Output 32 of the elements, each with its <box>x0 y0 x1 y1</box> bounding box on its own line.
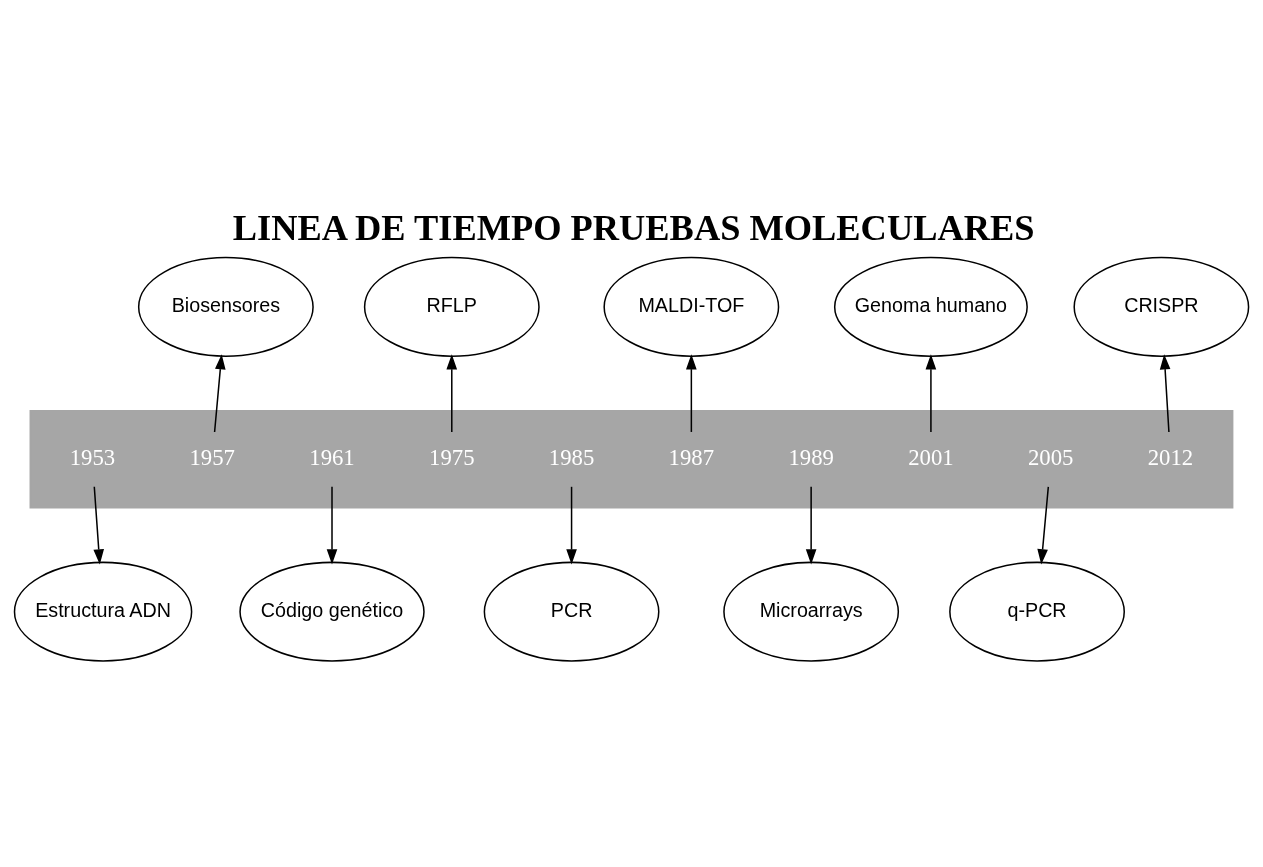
arrow <box>93 486 105 565</box>
node-text: 1953 <box>69 444 116 470</box>
node-ellipse: CRISPR <box>1073 256 1250 357</box>
node-ellipse: Biosensores <box>137 256 314 357</box>
node-text: 2001 <box>908 444 954 470</box>
node-text: 1987 <box>668 444 715 470</box>
node-text: 1989 <box>788 444 834 470</box>
node-text: 2012 <box>1147 444 1194 470</box>
node-ellipse: q-PCR <box>949 561 1125 662</box>
arrow <box>1159 354 1171 433</box>
node-ellipse: Microarrays <box>723 561 900 662</box>
node-text: 1985 <box>548 444 595 470</box>
cluster <box>29 410 1234 509</box>
arrow <box>326 486 338 565</box>
arrow <box>446 354 458 433</box>
node-ellipse: Genoma humano <box>833 256 1028 357</box>
node-ellipse: Código genético <box>239 561 425 662</box>
node-ellipse: RFLP <box>363 256 540 357</box>
arrow <box>805 486 817 565</box>
arrow <box>566 486 577 565</box>
arrow <box>213 354 226 433</box>
diagram-title: LINEA DE TIEMPO PRUEBAS MOLECULARES <box>232 207 1035 248</box>
node-text: 2005 <box>1027 444 1074 470</box>
node-ellipse: MALDI-TOF <box>603 256 780 357</box>
arrow <box>925 354 937 433</box>
arrow <box>1037 486 1050 565</box>
node-text: 1957 <box>189 444 235 470</box>
arrow <box>686 354 697 433</box>
node-text: 1961 <box>309 444 355 470</box>
node-ellipse: PCR <box>483 561 660 662</box>
node-ellipse: Estructura ADN <box>13 561 193 662</box>
node-text: 1975 <box>429 444 475 470</box>
